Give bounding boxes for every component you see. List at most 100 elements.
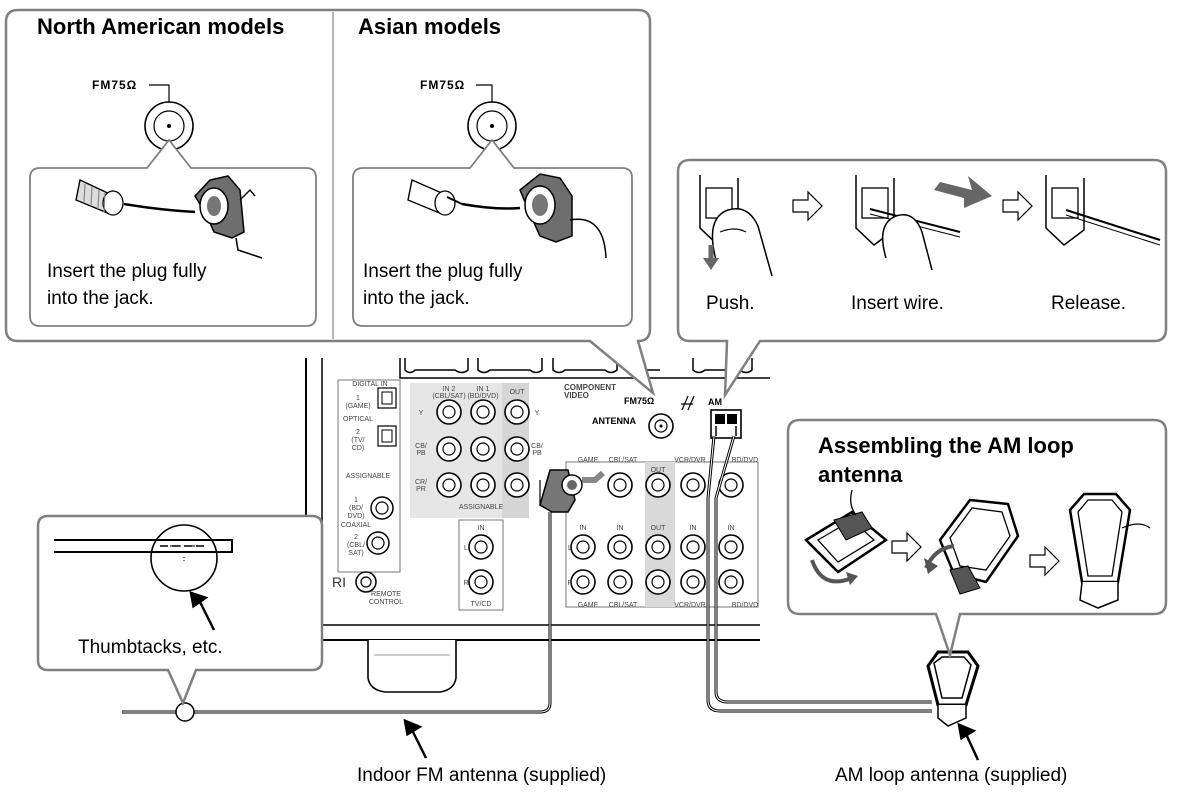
- am-loop-heading-line1: Assembling the AM loop: [818, 433, 1074, 458]
- asia-instruction-line2: into the jack.: [363, 288, 470, 309]
- rear-label: IN: [478, 525, 485, 532]
- rear-label: (TV/: [351, 437, 364, 444]
- am-loop-heading-line2: antenna: [818, 462, 903, 487]
- fm-plug-inserted: [539, 469, 605, 513]
- loop-assembly-step1-icon: [803, 489, 889, 585]
- arrow-right-icon: [1002, 190, 1033, 222]
- rear-label: CB/: [415, 443, 427, 450]
- rear-label: CR/: [415, 479, 427, 486]
- rear-label: 2: [356, 429, 360, 436]
- asia-models-heading: Asian models: [358, 14, 502, 39]
- arrow-right-icon: [792, 190, 823, 222]
- na-plug-icon: [75, 175, 263, 259]
- rear-label: TV/CD: [471, 601, 492, 608]
- rear-label: ASSIGNABLE: [346, 473, 391, 480]
- rear-label: (GAME): [345, 403, 370, 410]
- rear-label: DVD): [347, 513, 364, 520]
- push-step-icon: [699, 175, 773, 277]
- na-models-heading: North American models: [37, 14, 285, 39]
- na-instruction-line2: into the jack.: [47, 288, 154, 309]
- fm75-panel-label: FM75Ω: [624, 396, 654, 406]
- receiver-rear-panel: [305, 358, 770, 693]
- loop-assembly-step2-icon: [924, 498, 1020, 595]
- asia-plug-icon: [407, 173, 607, 259]
- rear-label: PB: [532, 450, 542, 457]
- digital-in-label: DIGITAL IN: [352, 381, 387, 388]
- loop-assembly-step3-icon: [1068, 492, 1151, 609]
- rear-label: PB: [416, 450, 426, 457]
- rear-label: Y: [535, 410, 540, 417]
- rear-label: L: [464, 545, 468, 552]
- release-step-label: Release.: [1051, 293, 1126, 314]
- rear-label: IN 1: [477, 386, 490, 393]
- insert-wire-step-icon: [855, 175, 992, 271]
- rear-label: PR: [416, 486, 426, 493]
- rear-label: CD): [352, 445, 364, 452]
- na-plug-detail-box: [29, 138, 317, 327]
- thumbtack-detail-icon: [54, 524, 233, 592]
- rear-label: IN: [728, 525, 735, 532]
- rear-label: IN 2: [443, 386, 456, 393]
- arrow-right-icon: [1029, 545, 1060, 577]
- rear-label: (CBL/: [347, 542, 365, 549]
- rear-label: CBL/SAT: [609, 457, 638, 464]
- rear-label: REMOTE: [371, 591, 401, 598]
- antenna-panel-label: ANTENNA: [592, 416, 636, 426]
- rear-label: GAME: [578, 602, 599, 609]
- pointer-arrow-icon: [403, 718, 428, 759]
- rear-label: COAXIAL: [341, 522, 371, 529]
- rear-label: IN: [690, 525, 697, 532]
- ri-label: RI: [332, 574, 346, 590]
- rear-label: 1: [354, 497, 358, 504]
- rear-label: OUT: [651, 467, 667, 474]
- am-terminal-steps-box: [676, 158, 1168, 400]
- rear-label: OUT: [651, 525, 667, 532]
- rear-label: CB/: [531, 443, 543, 450]
- asia-jack-label: FM75Ω: [420, 78, 466, 92]
- rear-label: 1: [356, 395, 360, 402]
- thumbtack-caption: Thumbtacks, etc.: [78, 637, 223, 658]
- rear-label: R: [567, 580, 572, 587]
- am-antenna-caption: AM loop antenna (supplied): [835, 765, 1068, 786]
- na-instruction: Insert the plug fully into the jack.: [47, 258, 307, 312]
- rear-label: VCR/DVR: [674, 602, 706, 609]
- asia-instruction-line1: Insert the plug fully: [363, 261, 523, 282]
- rear-label: OUT: [510, 389, 526, 396]
- rear-label: (BD/DVD): [467, 393, 498, 400]
- rear-label: (BD/: [349, 505, 363, 512]
- rear-label: VIDEO: [564, 391, 589, 400]
- fm-antenna-caption: Indoor FM antenna (supplied): [357, 765, 607, 786]
- thumbtack-callout-box: [36, 514, 324, 707]
- rear-label: L: [568, 545, 572, 552]
- rear-label: SAT): [348, 550, 363, 557]
- pointer-arrow-icon: [957, 722, 980, 761]
- rear-label: 2: [354, 534, 358, 541]
- am-loop-antenna-icon: [926, 650, 980, 727]
- rear-label: CONTROL: [369, 599, 403, 606]
- arrow-right-icon: [891, 531, 922, 563]
- rear-label: ASSIGNABLE: [459, 504, 504, 511]
- rear-label: COMPONENT: [564, 383, 616, 392]
- rear-label: R: [463, 580, 468, 587]
- rear-label: VCR/DVR: [674, 457, 706, 464]
- am-panel-label: AM: [708, 397, 722, 407]
- rear-label: BD/DVD: [732, 457, 758, 464]
- asia-instruction: Insert the plug fully into the jack.: [363, 258, 623, 312]
- rear-label: GAME: [578, 457, 599, 464]
- thumbtack-icon: [175, 702, 195, 722]
- release-step-icon: [1045, 175, 1161, 246]
- rear-label: (CBL/SAT): [432, 393, 465, 400]
- na-instruction-line1: Insert the plug fully: [47, 261, 207, 282]
- rear-label: IN: [617, 525, 624, 532]
- rear-label: CBL/SAT: [609, 602, 638, 609]
- am-loop-heading: Assembling the AM loop antenna: [818, 431, 1074, 489]
- rear-label: IN: [580, 525, 587, 532]
- push-step-label: Push.: [706, 293, 755, 314]
- rear-label: OPTICAL: [343, 416, 373, 423]
- rear-label: BD/DVD: [732, 602, 758, 609]
- na-jack-label: FM75Ω: [92, 78, 138, 92]
- rear-label: Y: [419, 410, 424, 417]
- pointer-arrow-icon: [189, 591, 216, 631]
- insert-wire-step-label: Insert wire.: [851, 293, 944, 314]
